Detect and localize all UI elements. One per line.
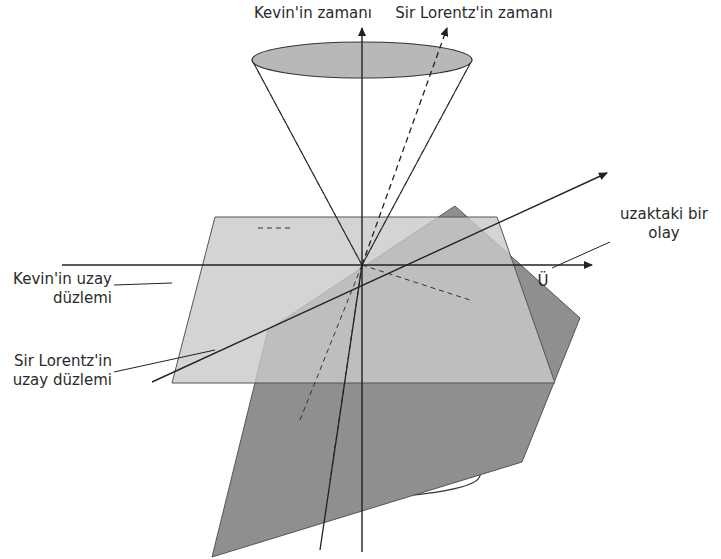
kevin-space-axis: [62, 264, 592, 265]
event-label: uzaktaki bir olay: [612, 205, 716, 243]
event-marker: Ü: [532, 272, 554, 291]
axis-label: Sir Lorentz'in zamanı: [384, 4, 564, 23]
lorentz-space-axis: [152, 173, 607, 382]
axis-label: Kevin'in zamanı: [248, 4, 378, 23]
kevin-time-axis: [361, 28, 362, 552]
kevin-space-plane: [172, 217, 555, 383]
plane-label: Sir Lorentz'in uzay düzlemi: [4, 352, 112, 390]
lorentz-time-axis-lower: [320, 265, 362, 550]
leader-line: [114, 283, 172, 285]
plane-label: Kevin'in uzay düzlemi: [4, 270, 112, 308]
lorentz-time-axis: [362, 28, 447, 265]
leader-line: [552, 242, 610, 268]
leader-line: [114, 350, 215, 372]
